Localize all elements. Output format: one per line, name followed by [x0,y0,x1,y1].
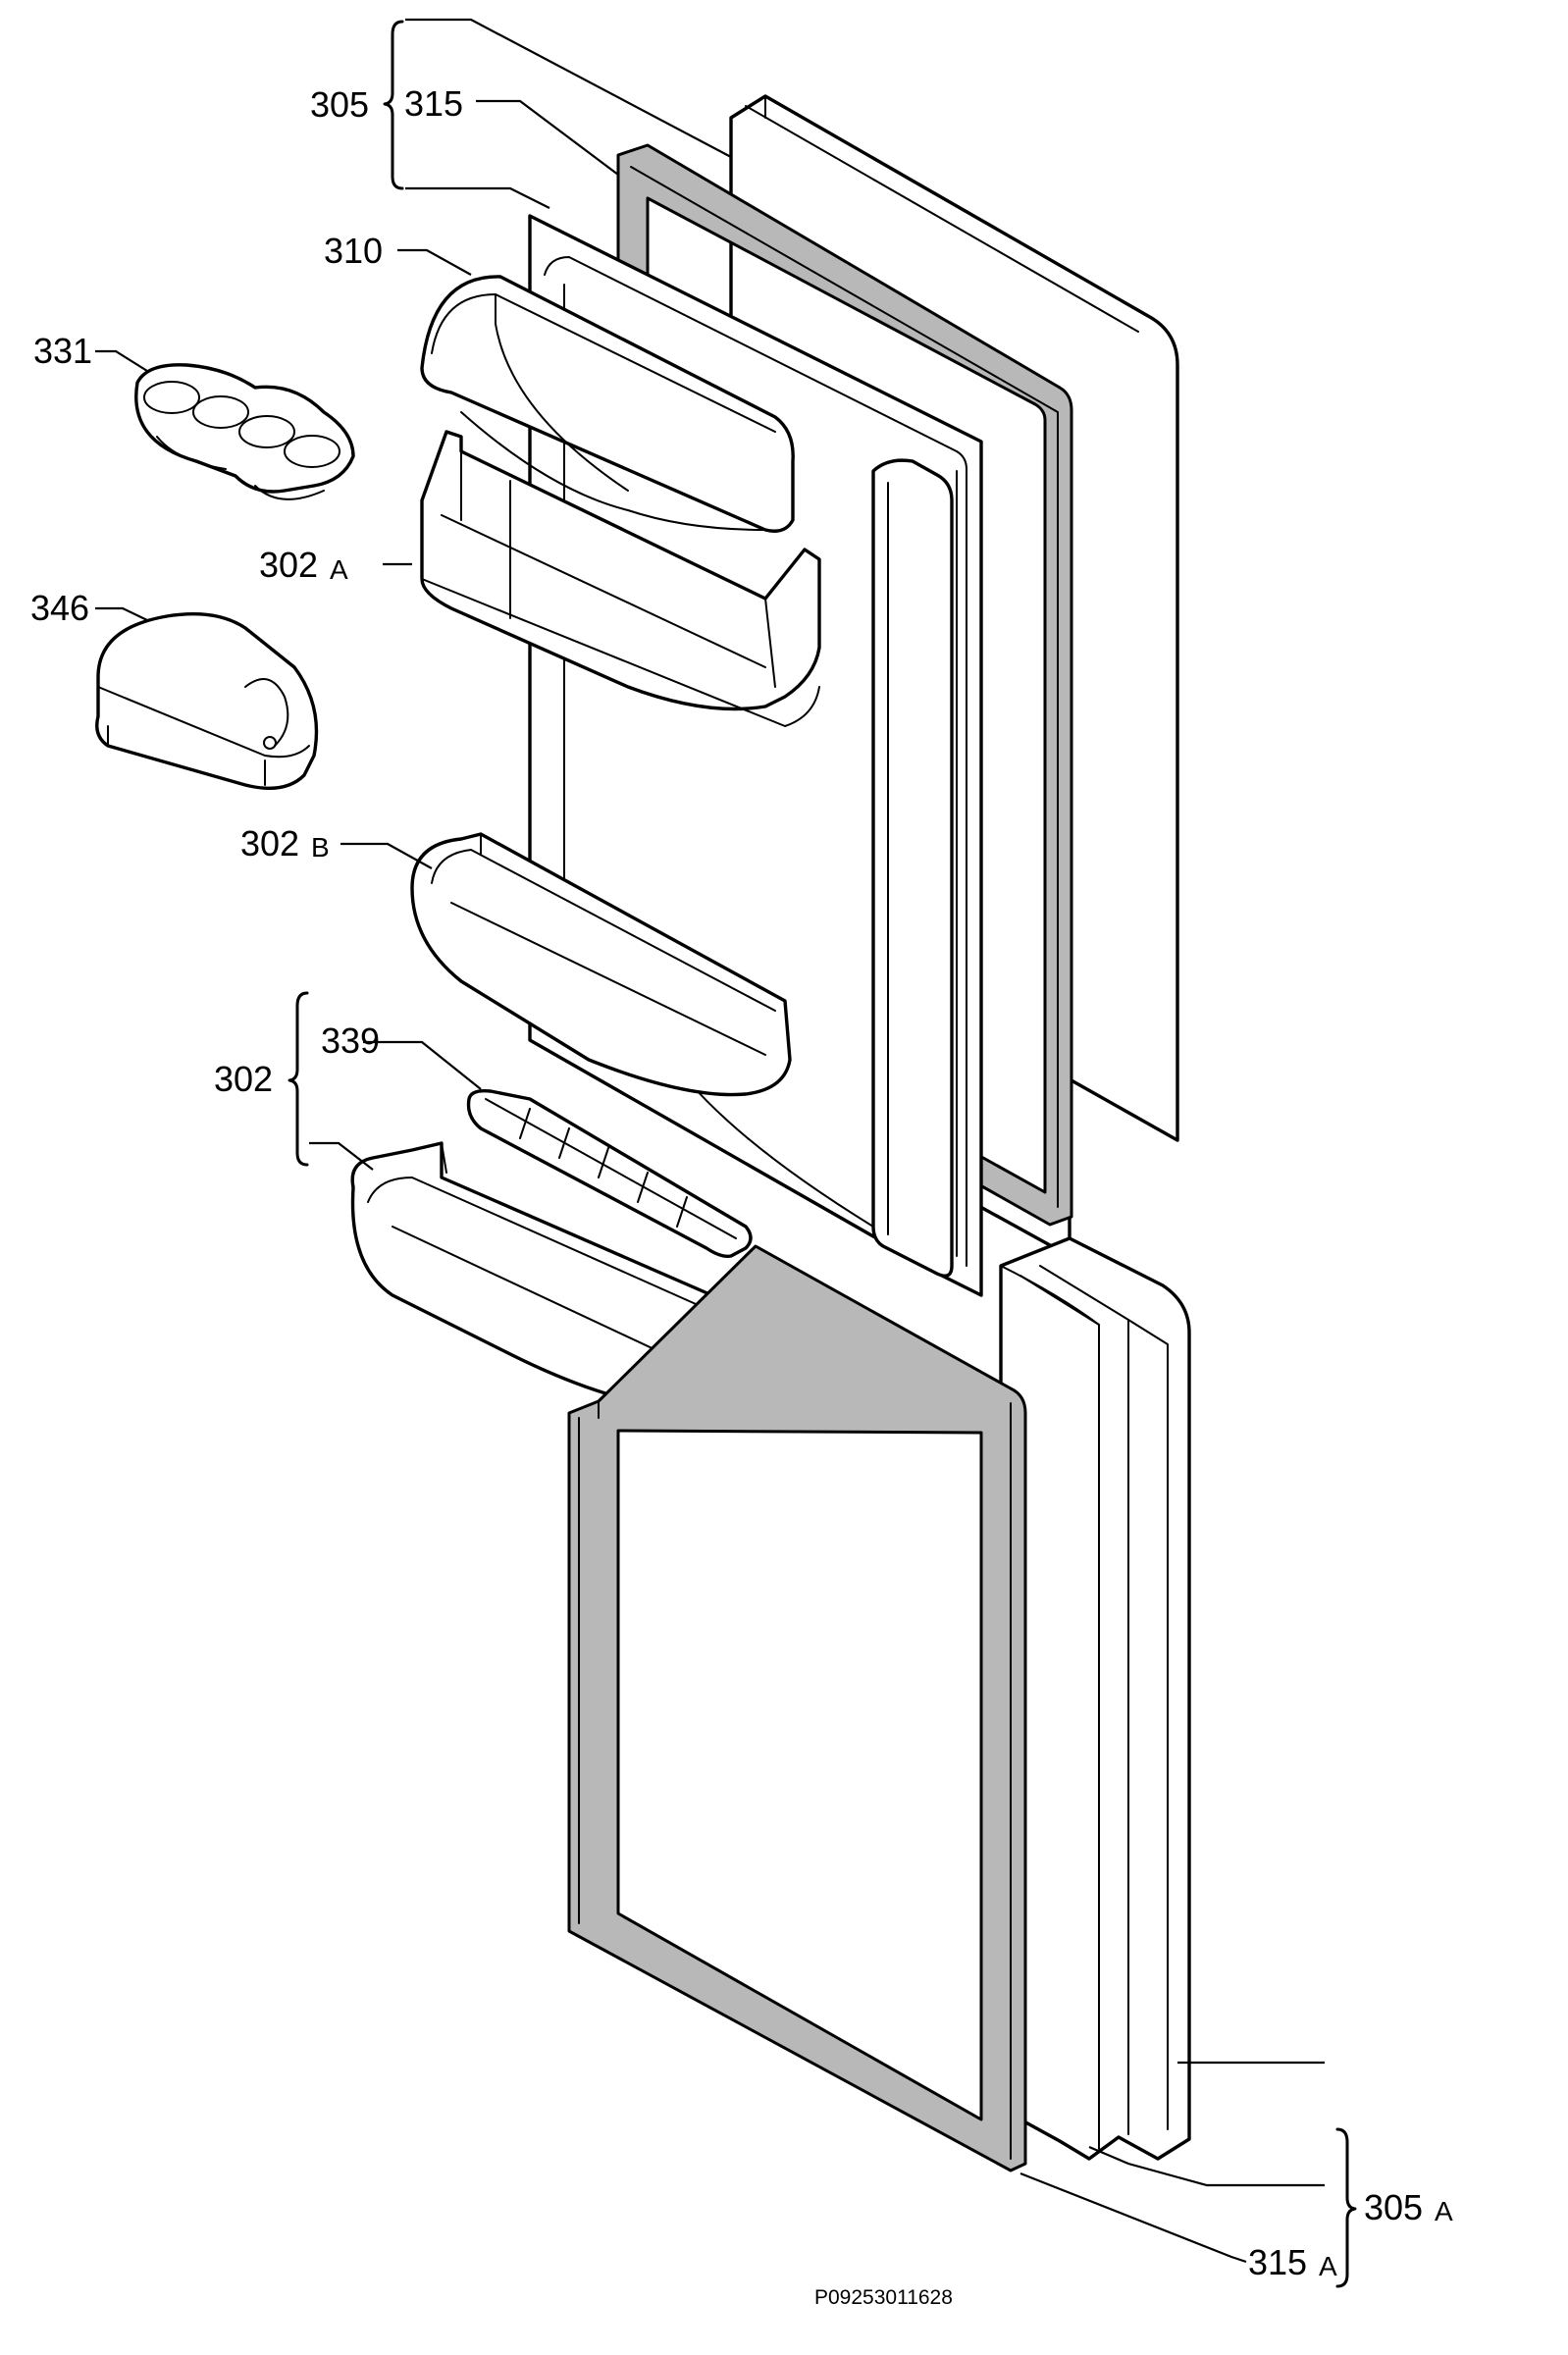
dairy-compartment [420,275,795,533]
label-302a: 302 [259,545,318,585]
lower-outer-door-panel [999,1236,1191,2161]
upper-door-gasket [616,143,1073,1227]
label-305a: 305 [1364,2187,1423,2227]
egg-tray [134,363,355,500]
label-302a-suffix: A [330,554,348,585]
part-labels: 305 315 310 331 302 A 346 302 B 302 339 … [30,83,1453,2309]
door-shelf-302a [420,430,821,727]
label-302b: 302 [240,823,299,864]
label-346: 346 [30,588,89,628]
leader-lines [95,18,1325,2264]
door-shelf-302b [410,832,792,1097]
label-315a: 315 [1248,2242,1307,2282]
label-302b-suffix: B [311,832,330,863]
label-305: 305 [310,84,369,125]
label-331: 331 [33,331,92,371]
braces [287,20,1357,2288]
bottle-retainer [466,1088,753,1259]
lower-door-gasket [567,1244,1027,2172]
label-315a-suffix: A [1319,2251,1337,2281]
label-310: 310 [324,231,383,271]
label-315: 315 [404,83,463,124]
label-302: 302 [214,1059,273,1099]
drawing-code: P09253011628 [814,2286,953,2309]
label-339: 339 [321,1020,380,1061]
butter-dish [95,612,319,791]
label-305a-suffix: A [1435,2196,1453,2226]
